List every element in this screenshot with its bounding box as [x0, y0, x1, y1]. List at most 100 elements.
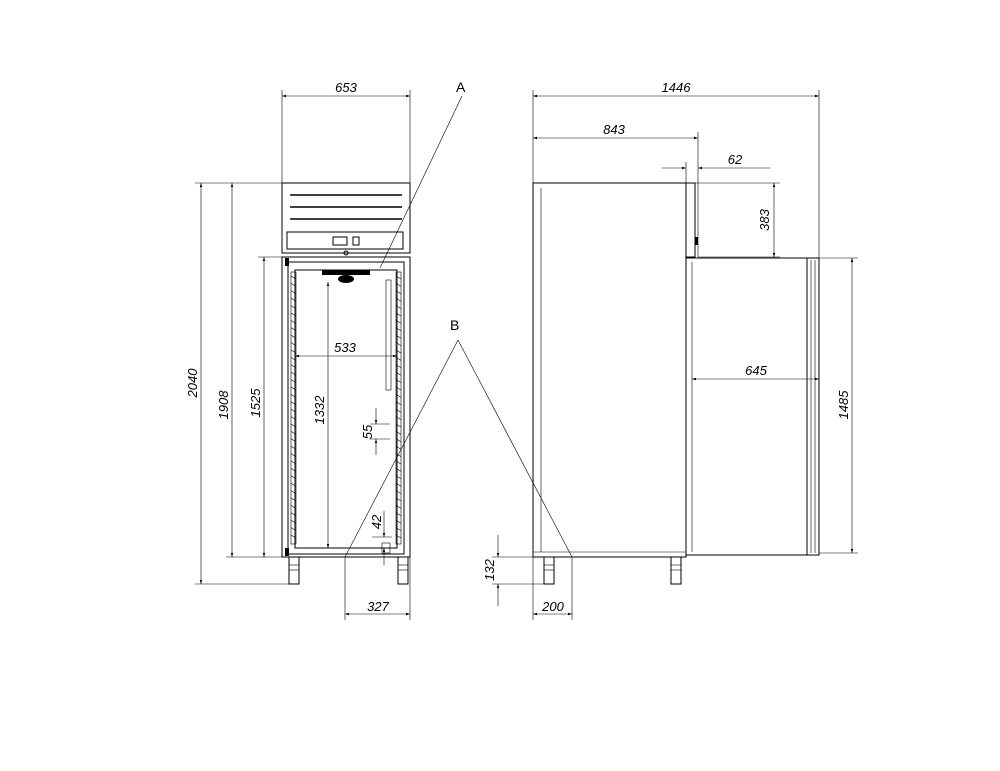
rail-notch	[395, 445, 402, 450]
control-panel	[286, 231, 404, 250]
dim-half-width: 327	[367, 599, 389, 614]
rail-notch	[395, 357, 402, 361]
rail-notch	[395, 453, 402, 457]
rail-notch	[395, 379, 402, 383]
side-view	[532, 182, 820, 585]
rail-notch	[290, 534, 297, 539]
rail-notch	[395, 275, 402, 280]
hinge-icon	[285, 548, 289, 556]
rail-notch	[290, 416, 297, 420]
dim-top-offset: 62	[728, 152, 743, 167]
label-b: B	[450, 317, 459, 333]
dim-total-depth: 1446	[662, 80, 692, 95]
rail-notch	[290, 468, 297, 472]
front-dimensions: 653 2040 1908 1525 1332 533 55 42	[185, 80, 411, 620]
rail-notch	[290, 505, 297, 509]
evaporator	[322, 270, 370, 275]
dim-inner-width: 533	[334, 340, 356, 355]
leader-a	[379, 95, 463, 269]
front-leg-right	[397, 556, 409, 585]
rail-notch	[290, 482, 297, 487]
side-leg-front	[543, 556, 555, 585]
dim-height-1908: 1908	[216, 390, 231, 420]
rail-notch	[290, 512, 297, 517]
rail-notch	[395, 305, 402, 309]
label-a: A	[456, 79, 466, 95]
rail-notch	[290, 490, 297, 494]
rail-notch	[290, 357, 297, 361]
rail-notch	[395, 386, 402, 391]
rail-notch	[395, 283, 402, 287]
rail-notch	[395, 312, 402, 317]
rail-notch	[395, 490, 402, 494]
rail-notch	[395, 497, 402, 502]
dim-body-depth: 843	[603, 122, 625, 137]
bottom-bracket	[381, 542, 391, 554]
rail-notch	[290, 379, 297, 383]
rail-notch	[290, 401, 297, 406]
dim-top-height: 383	[757, 208, 772, 230]
rail-notch	[395, 512, 402, 517]
rail-notch	[290, 438, 297, 443]
rail-notch	[290, 519, 297, 524]
rail-notch	[290, 408, 297, 413]
label-a-group: A	[379, 79, 466, 269]
side-cabinet	[532, 182, 687, 558]
front-cabinet	[281, 256, 411, 558]
rail-notch	[290, 364, 297, 369]
rail	[290, 271, 297, 545]
leader-b-side	[457, 339, 573, 558]
side-top-unit	[685, 182, 696, 258]
rail-notch	[395, 431, 402, 435]
rail-notch	[290, 297, 297, 302]
rail-notch	[395, 290, 402, 295]
side-dimensions: 1446 843 62 383 645 1485 132 2	[482, 80, 858, 620]
fan-icon	[338, 275, 354, 283]
handle	[385, 279, 392, 391]
rail-notch	[395, 505, 402, 509]
rail-notch	[290, 497, 297, 502]
rail-notch	[395, 394, 402, 398]
rail-notch	[395, 519, 402, 524]
rail-notch	[395, 349, 402, 354]
dim-bottom-gap: 42	[369, 514, 384, 529]
rail-notch	[290, 320, 297, 324]
rail-notch	[395, 320, 402, 324]
rail-notch	[290, 423, 297, 428]
rail-notch	[290, 445, 297, 450]
rail-notch	[290, 371, 297, 376]
shelf-rails	[290, 271, 402, 545]
rail-notch	[395, 527, 402, 531]
dim-door-height: 1485	[836, 390, 851, 420]
door-edge	[806, 257, 820, 556]
dim-leg-height: 132	[482, 558, 497, 580]
rail-notch	[395, 327, 402, 332]
rail-notch	[395, 438, 402, 443]
rail-notch	[290, 342, 297, 346]
side-handle	[695, 237, 698, 245]
rail-notch	[290, 386, 297, 391]
rail-notch	[395, 334, 402, 339]
front-inner-frame	[294, 269, 398, 549]
rail-notch	[290, 305, 297, 309]
side-leg-back	[670, 556, 682, 585]
rail-notch	[395, 371, 402, 376]
rail-notch	[290, 312, 297, 317]
lock-icon	[343, 250, 349, 256]
leader-b-front	[344, 339, 459, 558]
rail-notch	[290, 453, 297, 457]
rail-notch	[290, 327, 297, 332]
rail-notch	[290, 475, 297, 480]
front-door-frame	[287, 261, 405, 555]
rail-notch	[395, 364, 402, 369]
rail-notch	[395, 401, 402, 406]
rail-notch	[395, 475, 402, 480]
dim-door-depth: 645	[745, 363, 767, 378]
rail-notch	[290, 527, 297, 531]
rail-notch	[395, 408, 402, 413]
dim-width: 653	[335, 80, 357, 95]
rail-notch	[395, 468, 402, 472]
display-icon	[332, 236, 348, 246]
